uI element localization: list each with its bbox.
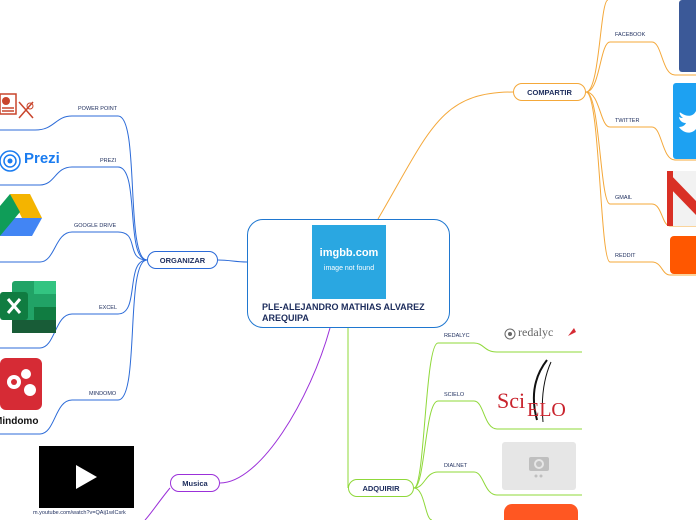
branch-compartir[interactable]: COMPARTIR — [513, 83, 586, 101]
leaf-power-point[interactable]: POWER POINT — [78, 106, 118, 112]
powerpoint-icon — [0, 92, 38, 126]
leaf-google-drive[interactable]: GOOGLE DRIVE — [74, 223, 117, 229]
branch-organizar[interactable]: ORGANIZAR — [147, 251, 218, 269]
leaf-prezi[interactable]: PREZI — [100, 158, 117, 164]
google-drive-icon — [0, 194, 42, 260]
prezi-icon: Prezi — [0, 150, 66, 172]
leaf-facebook[interactable]: FACEBOOK — [615, 32, 646, 38]
leaf-excel[interactable]: EXCEL — [99, 305, 118, 311]
twitter-icon — [673, 83, 696, 159]
leaf-scielo[interactable]: SCIELO — [444, 392, 465, 398]
svg-text:ELO: ELO — [527, 399, 566, 421]
leaf-gmail[interactable]: GMAIL — [615, 195, 633, 201]
mindomo-icon: Mindomo — [0, 358, 54, 430]
redalyc-wordmark: redalyc — [518, 326, 554, 339]
leaf-twitter[interactable]: TWITTER — [615, 118, 640, 124]
video-url[interactable]: m.youtube.com/watch?v=QAij1wICsrk — [33, 510, 126, 516]
central-topic[interactable]: imgbb.com image not found PLE-ALEJANDRO … — [247, 219, 450, 328]
mindomo-wordmark: Mindomo — [0, 416, 39, 427]
gmail-icon — [667, 171, 696, 226]
branch-adquirir[interactable]: ADQUIRIR — [348, 479, 414, 497]
excel-icon — [0, 281, 58, 333]
redalyc-logo: redalyc — [504, 326, 580, 348]
central-topic-title: PLE-ALEJANDRO MATHIAS ALVAREZ AREQUIPA — [262, 302, 425, 323]
branch-musica[interactable]: Musica — [170, 474, 220, 492]
leaf-reddit[interactable]: REDDIT — [615, 253, 636, 259]
adquirir-extra-icon — [504, 504, 578, 520]
leaf-mindomo[interactable]: MINDOMO — [89, 391, 117, 397]
svg-text:Sci: Sci — [497, 388, 525, 413]
video-thumbnail[interactable] — [39, 446, 134, 508]
reddit-icon — [670, 236, 696, 274]
camera-icon — [502, 442, 576, 490]
leaf-redalyc[interactable]: REDALYC — [444, 333, 470, 339]
leaf-dialnet[interactable]: DIALNET — [444, 463, 468, 469]
facebook-icon — [679, 0, 696, 72]
center-image-placeholder: imgbb.com image not found — [312, 225, 386, 299]
scielo-logo: Sci ELO — [497, 358, 577, 428]
play-icon — [76, 465, 97, 489]
prezi-wordmark: Prezi — [24, 150, 60, 167]
